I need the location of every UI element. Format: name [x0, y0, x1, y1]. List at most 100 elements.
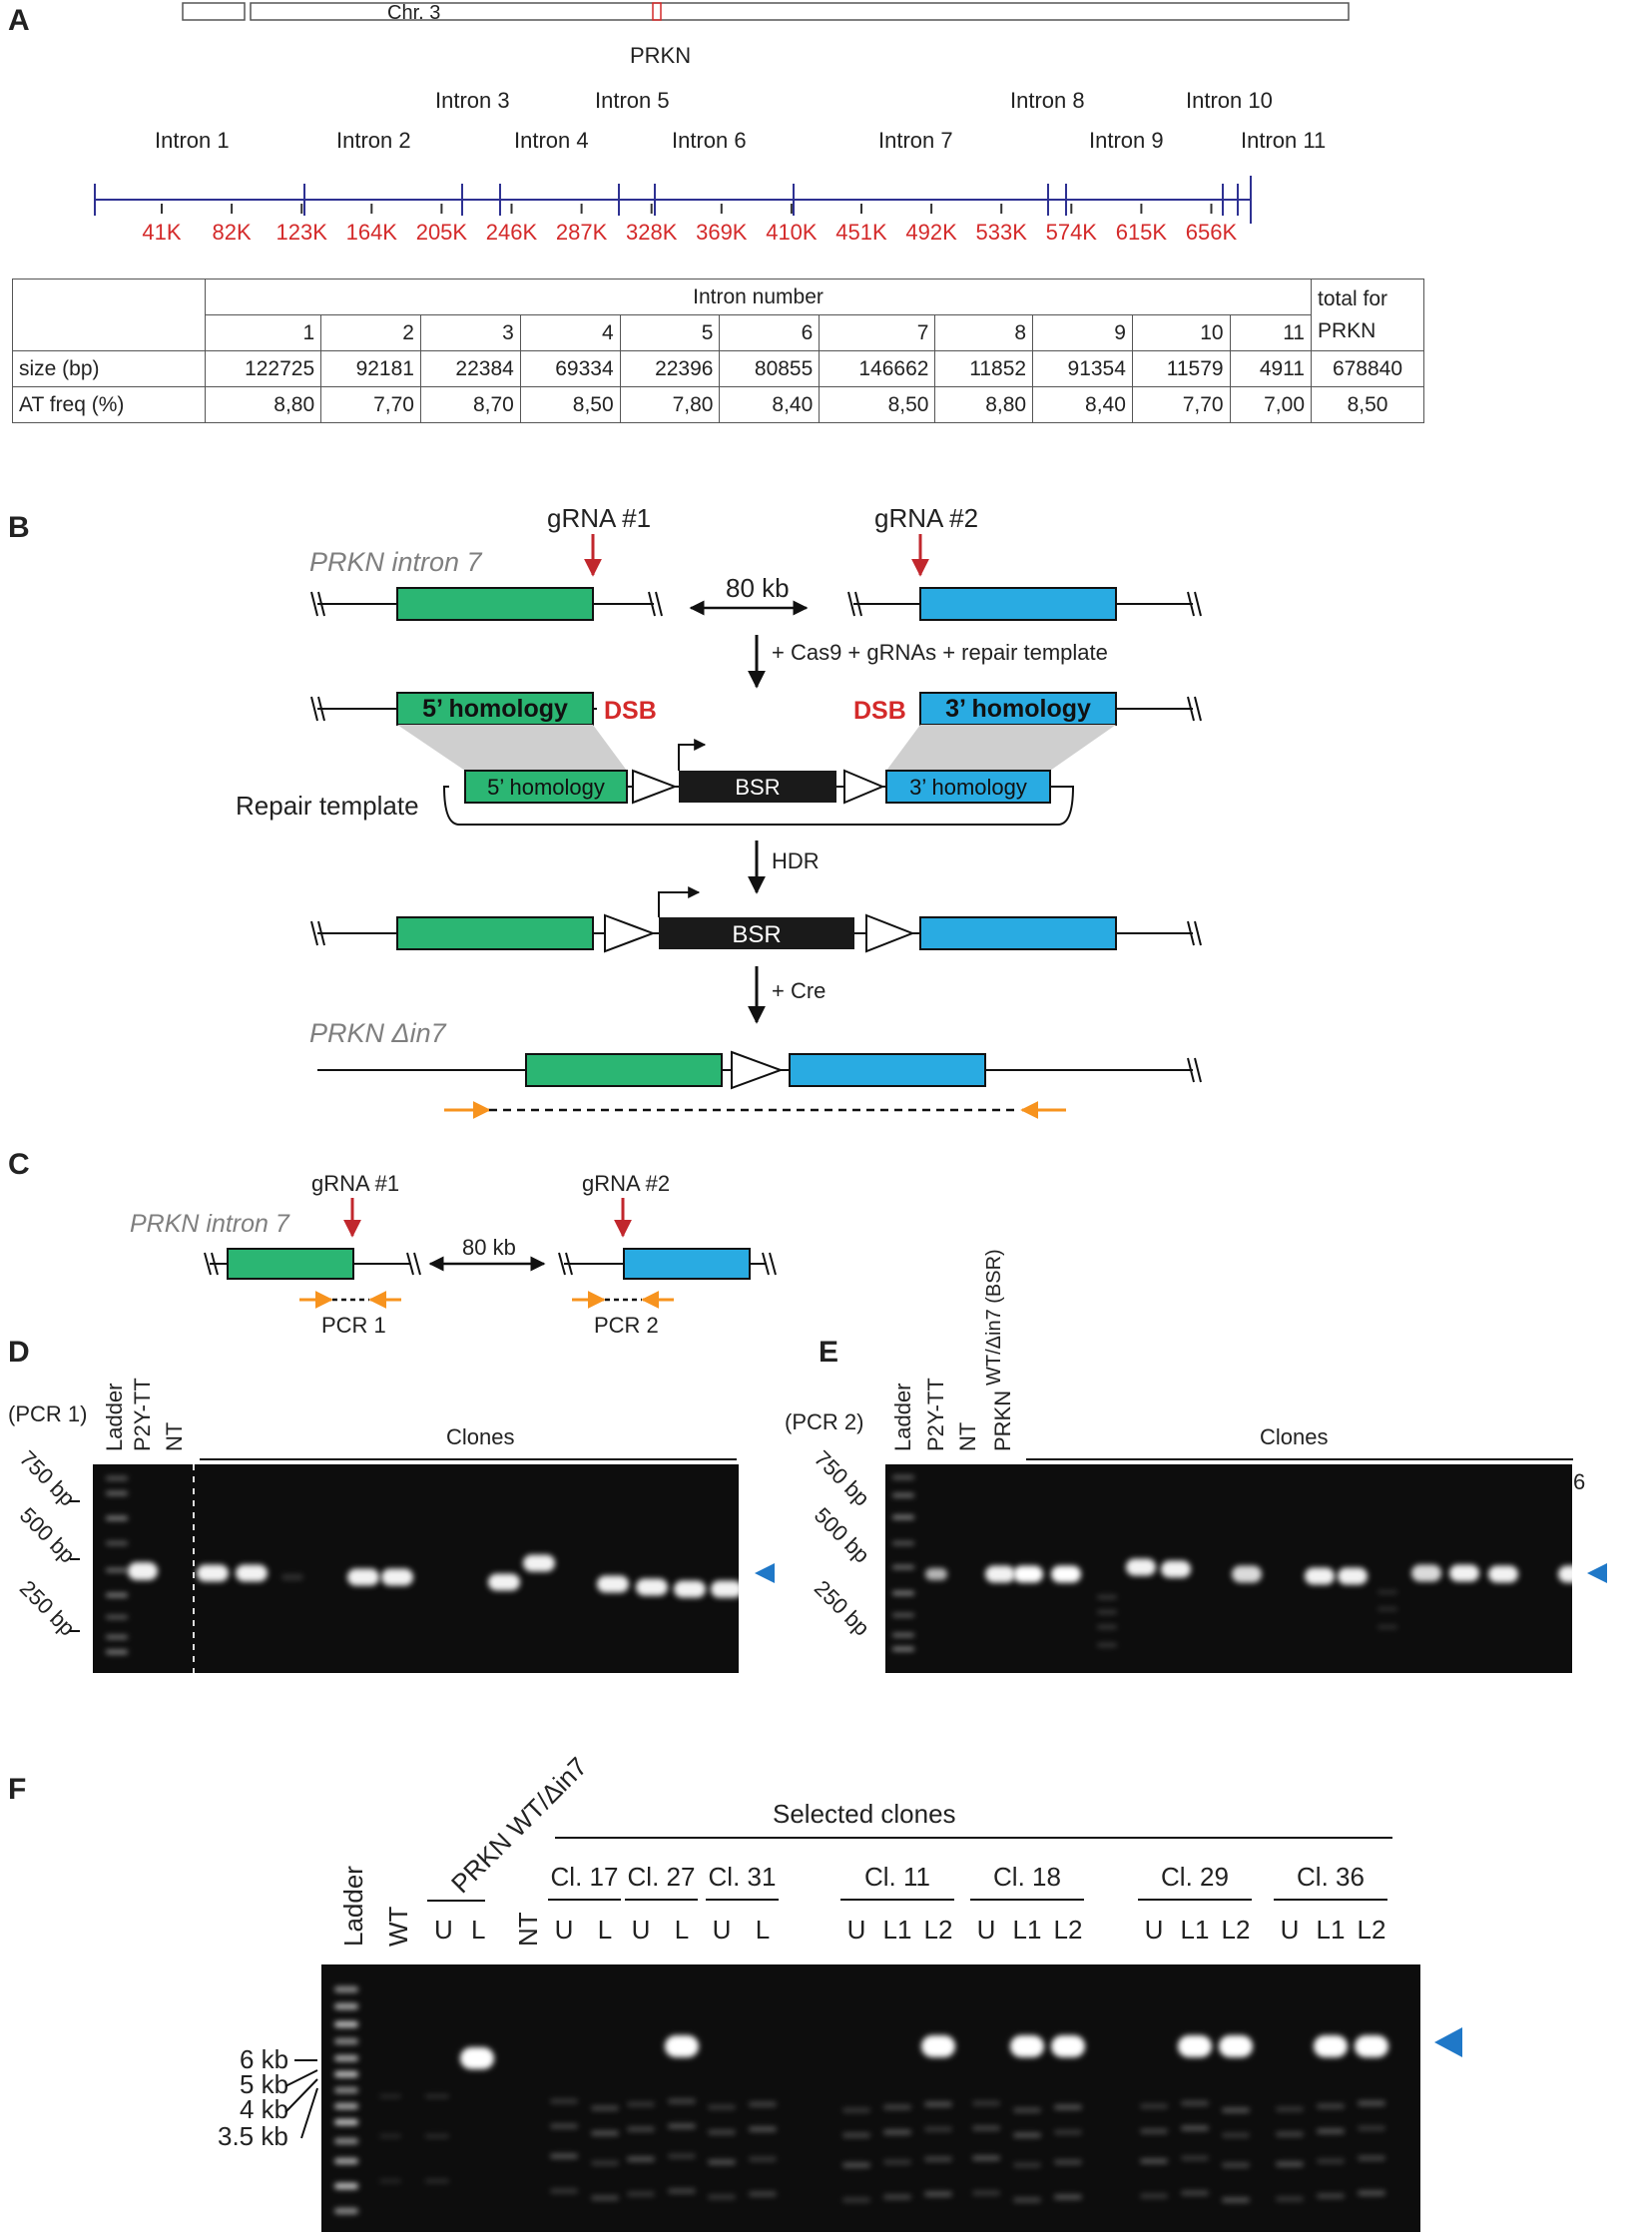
distance-label-c: 80 kb — [462, 1235, 516, 1260]
clone-group-label: Cl. 27 — [628, 1862, 696, 1892]
lane-label: U — [434, 1915, 453, 1945]
gel-band — [1181, 2125, 1209, 2131]
gel-band — [1013, 1565, 1043, 1583]
gel-band — [1181, 2190, 1209, 2196]
intron-label: Intron 7 — [878, 128, 953, 153]
band-indicator-triangle — [1434, 2027, 1462, 2057]
table-cell: 8,50 — [819, 386, 936, 423]
gel-band — [1013, 2197, 1041, 2203]
axis-tick-label: 615K — [1116, 220, 1168, 245]
lane-label: U — [713, 1915, 732, 1945]
clone-group-label: Cl. 31 — [709, 1862, 777, 1892]
table-cell: 8,40 — [1032, 386, 1133, 423]
lane-label: L — [471, 1915, 485, 1945]
gel-band — [1276, 2161, 1304, 2167]
gel-band — [334, 2119, 358, 2125]
table-total-cell: 8,50 — [1311, 386, 1424, 423]
repair-template: 5’ homology BSR 3’ homology — [442, 739, 1075, 826]
gel-band — [1051, 2035, 1085, 2057]
gel-band — [883, 2194, 911, 2200]
gel-band — [1013, 2132, 1041, 2138]
axis-tick-label: 410K — [766, 220, 818, 245]
gel-band — [460, 2047, 494, 2069]
dsb-label-left: DSB — [604, 697, 657, 725]
table-group-header: Intron number — [205, 279, 1312, 315]
lane-label: L1 — [1181, 1915, 1210, 1945]
gel-e-header: Ladder P2Y-TT NT PRKN WT/Δin7 (BSR) Clon… — [890, 1249, 1585, 1494]
gel-band — [1377, 1590, 1397, 1594]
gel-band — [281, 1574, 303, 1580]
gel-band — [1140, 2158, 1168, 2164]
gel-image-f — [321, 1964, 1420, 2232]
gel-band — [197, 1564, 229, 1582]
gel-band — [627, 2191, 655, 2197]
gel-band — [591, 2130, 619, 2136]
gel-band — [1140, 2193, 1168, 2199]
gel-band — [334, 2138, 358, 2144]
lane-label: U — [1281, 1915, 1300, 1945]
gel-band — [985, 1565, 1015, 1583]
axis-tick-label: 492K — [905, 220, 957, 245]
homology3-label: 3’ homology — [945, 695, 1091, 723]
gel-band — [1097, 1595, 1117, 1599]
clone-group-label: Cl. 36 — [1297, 1862, 1365, 1892]
lane-label: NT — [955, 1422, 980, 1451]
lane-label: L1 — [883, 1915, 912, 1945]
gel-band — [892, 1475, 914, 1479]
gel-band — [334, 2158, 358, 2164]
gel-band — [106, 1635, 128, 1639]
axis-tick-label: 369K — [696, 220, 748, 245]
gel-band — [1232, 1565, 1262, 1583]
table-cell: 122725 — [204, 350, 322, 387]
gel-band — [1317, 2158, 1345, 2164]
table-cell: 7,00 — [1229, 386, 1313, 423]
gel-band — [1010, 2035, 1044, 2057]
gel-band — [334, 1986, 358, 1992]
gel-band — [334, 2071, 358, 2077]
clone-group-label: Cl. 17 — [551, 1862, 619, 1892]
gel-band — [1140, 2128, 1168, 2134]
axis-tick-label: 533K — [976, 220, 1028, 245]
gel-band — [1411, 1564, 1441, 1582]
gel-band — [1140, 2103, 1168, 2109]
table-row-label: size (bp) — [12, 350, 206, 387]
table-cell: 8,80 — [204, 386, 322, 423]
axis-tick-label: 205K — [416, 220, 468, 245]
table-cell: 8,40 — [719, 386, 821, 423]
gel-band — [636, 1578, 668, 1596]
gel-band — [892, 1591, 914, 1595]
table-column-header: 5 — [619, 314, 721, 351]
lane-label: L — [756, 1915, 770, 1945]
table-cell: 91354 — [1032, 350, 1133, 387]
table-row-label: AT freq (%) — [12, 386, 206, 423]
gel-f-header: Ladder WT PRKN WT/Δin7 U L NT Selected c… — [338, 1751, 1392, 1947]
lane-label: Ladder — [890, 1383, 915, 1451]
lane-label: L2 — [1054, 1915, 1083, 1945]
bsr-block — [679, 771, 836, 803]
intron-labels-lower: Intron 1 Intron 2 Intron 4 Intron 6 Intr… — [155, 128, 1326, 153]
template-homology3: 3’ homology — [909, 775, 1027, 800]
gel-band — [591, 2195, 619, 2201]
gel-band — [106, 1491, 128, 1495]
table-cell: 22384 — [419, 350, 521, 387]
panel-letter-b: B — [8, 511, 30, 544]
gel-band — [892, 1493, 914, 1497]
gel-band — [924, 2156, 952, 2162]
lane-label: P2Y-TT — [923, 1378, 948, 1451]
table-total-cell: 678840 — [1311, 350, 1424, 387]
gel-band — [708, 2104, 736, 2110]
gel-band — [972, 2100, 1000, 2106]
gel-band — [1054, 2129, 1082, 2135]
gel-band — [550, 2123, 578, 2129]
gel-band — [1054, 2104, 1082, 2110]
gel-band — [1161, 1560, 1191, 1578]
prkn-genotype-lane-label: PRKN WT/Δin7 (BSR) — [983, 1249, 1015, 1451]
gel-band — [379, 2179, 401, 2183]
gel-band — [334, 2055, 358, 2061]
gel-band — [379, 2094, 401, 2098]
intron-label: Intron 3 — [435, 88, 510, 113]
size-markers-e: 750 bp 500 bp 250 bp — [810, 1445, 874, 1640]
gel-band — [708, 2194, 736, 2200]
gel-band — [749, 2126, 777, 2132]
